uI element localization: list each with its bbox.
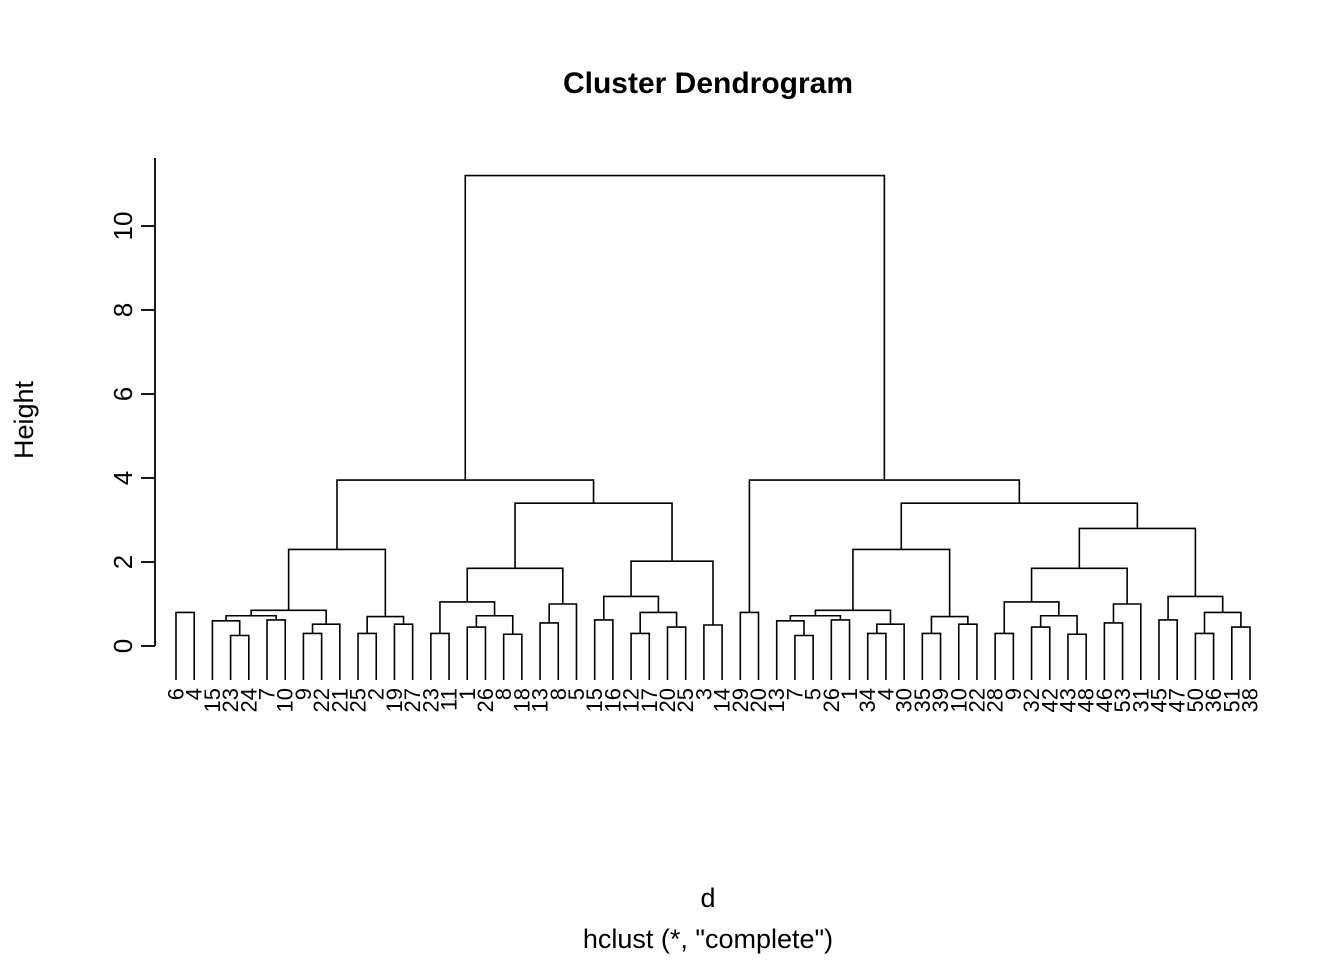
leaf-label: 23: [418, 688, 443, 712]
leaf-label: 30: [892, 688, 917, 712]
leaf-label: 29: [728, 688, 753, 712]
leaf-label: 47: [1165, 688, 1190, 712]
leaf-label: 20: [746, 688, 771, 712]
y-axis-tick-label: 6: [108, 387, 138, 401]
method-caption: hclust (*, "complete"): [583, 924, 833, 954]
leaf-label: 34: [855, 688, 880, 712]
leaf-label: 53: [1110, 688, 1135, 712]
y-axis-tick-label: 8: [108, 303, 138, 317]
leaf-label: 43: [1055, 688, 1080, 712]
leaf-label: 15: [582, 688, 607, 712]
leaf-label: 19: [382, 688, 407, 712]
leaf-label: 22: [309, 688, 334, 712]
leaf-labels: 6415232471092221252192723111268181385151…: [164, 688, 1263, 712]
leaf-label: 5: [801, 688, 826, 700]
leaf-label: 31: [1128, 688, 1153, 712]
leaf-label: 9: [291, 688, 316, 700]
leaf-label: 13: [764, 688, 789, 712]
leaf-label: 15: [200, 688, 225, 712]
leaf-label: 8: [546, 688, 571, 700]
leaf-label: 17: [637, 688, 662, 712]
leaf-label: 26: [819, 688, 844, 712]
y-axis: 0 2 4 6 8 10: [108, 158, 156, 653]
leaf-label: 16: [600, 688, 625, 712]
leaf-label: 10: [946, 688, 971, 712]
leaf-label: 32: [1019, 688, 1044, 712]
leaf-label: 26: [473, 688, 498, 712]
leaf-label: 6: [164, 688, 189, 700]
y-axis-title: Height: [9, 380, 39, 459]
y-axis-tick-label: 4: [108, 471, 138, 485]
leaf-label: 35: [910, 688, 935, 712]
dendrogram-tree: [175, 174, 1251, 680]
leaf-label: 25: [346, 688, 371, 712]
leaf-label: 21: [327, 688, 352, 712]
y-axis-tick-label: 2: [108, 555, 138, 569]
leaf-label: 10: [273, 688, 298, 712]
leaf-label: 22: [964, 688, 989, 712]
leaf-label: 13: [528, 688, 553, 712]
leaf-label: 42: [1037, 688, 1062, 712]
leaf-label: 46: [1092, 688, 1117, 712]
leaf-label: 8: [491, 688, 516, 700]
leaf-label: 2: [364, 688, 389, 700]
leaf-label: 24: [236, 688, 261, 712]
leaf-label: 11: [437, 688, 462, 711]
leaf-label: 4: [873, 688, 898, 700]
leaf-label: 27: [400, 688, 425, 712]
leaf-label: 7: [782, 688, 807, 700]
leaf-label: 36: [1201, 688, 1226, 712]
page-title: Cluster Dendrogram: [563, 67, 853, 100]
leaf-label: 50: [1183, 688, 1208, 712]
leaf-label: 5: [564, 688, 589, 700]
leaf-label: 1: [837, 688, 862, 700]
dendrogram-branch: [464, 174, 886, 481]
leaf-label: 45: [1146, 688, 1171, 712]
leaf-label: 28: [983, 688, 1008, 712]
leaf-label: 20: [655, 688, 680, 712]
leaf-label: 14: [710, 688, 735, 712]
leaf-label: 3: [691, 688, 716, 700]
leaf-label: 9: [1001, 688, 1026, 700]
leaf-label: 1: [455, 688, 480, 700]
dendrogram-branch: [175, 611, 195, 680]
leaf-label: 51: [1219, 688, 1244, 712]
y-axis-tick-label: 0: [108, 639, 138, 653]
leaf-label: 39: [928, 688, 953, 712]
leaf-label: 48: [1074, 688, 1099, 712]
y-axis-tick-label: 10: [108, 212, 138, 241]
x-axis-label: d: [700, 883, 715, 913]
leaf-label: 12: [619, 688, 644, 712]
leaf-label: 23: [218, 688, 243, 712]
leaf-label: 38: [1238, 688, 1263, 712]
leaf-label: 7: [255, 688, 280, 700]
leaf-label: 18: [509, 688, 534, 712]
leaf-label: 4: [182, 688, 207, 700]
leaf-label: 25: [673, 688, 698, 712]
